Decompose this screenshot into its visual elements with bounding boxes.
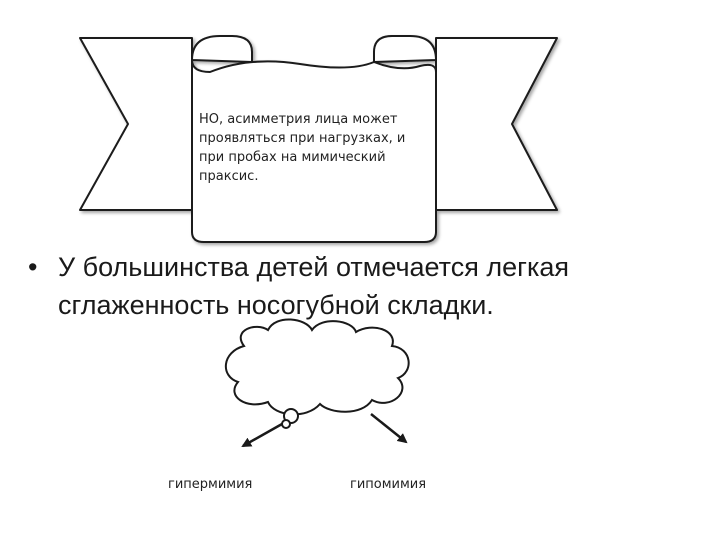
label-hypermimia: гипермимия xyxy=(168,477,253,492)
banner-text: НО, асимметрия лица может проявляться пр… xyxy=(199,112,406,184)
cloud-shape xyxy=(224,318,410,416)
thought-cloud xyxy=(224,318,410,429)
banner-left-fold xyxy=(191,35,253,63)
banner-left-tail xyxy=(79,37,193,211)
banner-right-tail xyxy=(435,37,558,211)
branch-arrows xyxy=(241,413,408,448)
right-arrow xyxy=(370,413,408,444)
banner-right-fold xyxy=(373,35,437,63)
label-hypomimia: гипомимия xyxy=(350,477,427,492)
bullet-text: У большинства детей отмечается легкая сг… xyxy=(58,252,569,320)
bullet-marker: • xyxy=(28,252,38,282)
scroll-banner xyxy=(79,35,558,243)
cloud-small-bubble xyxy=(281,419,291,429)
bullet-point: • У большинства детей отмечается легкая … xyxy=(28,248,688,324)
banner-main-panel xyxy=(191,59,437,243)
left-arrow xyxy=(241,422,283,448)
